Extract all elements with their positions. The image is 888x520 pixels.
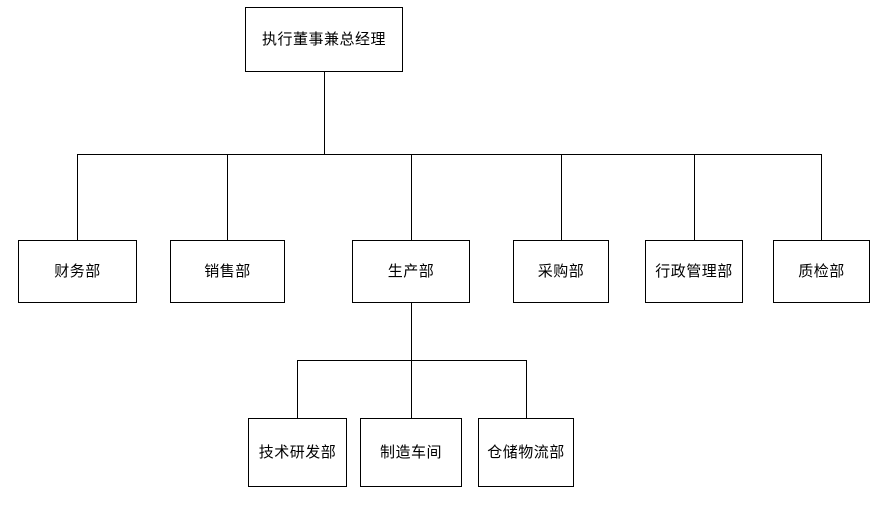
org-node-label: 销售部 [204,262,251,281]
org-node-level2-5[interactable]: 质检部 [773,240,870,303]
org-node-level3-0[interactable]: 技术研发部 [248,418,347,487]
org-node-label: 制造车间 [379,443,442,462]
main-bus-connector [77,154,821,155]
level3-stem-connector-2 [526,360,527,418]
org-node-label: 行政管理部 [655,262,733,281]
org-node-label: 质检部 [798,262,845,281]
org-node-level3-2[interactable]: 仓储物流部 [478,418,574,487]
org-node-level2-4[interactable]: 行政管理部 [645,240,743,303]
org-node-level2-3[interactable]: 采购部 [513,240,609,303]
production-stem-connector [411,303,412,360]
org-node-level2-1[interactable]: 销售部 [170,240,285,303]
org-node-label: 仓储物流部 [487,443,565,462]
org-node-label: 采购部 [537,262,585,281]
org-node-level2-0[interactable]: 财务部 [18,240,137,303]
root-stem-connector [324,72,325,154]
level2-stem-connector-5 [821,154,822,240]
level3-stem-connector-0 [297,360,298,418]
org-node-label: 生产部 [387,262,435,281]
level2-stem-connector-3 [561,154,562,240]
level2-stem-connector-0 [77,154,78,240]
org-node-root[interactable]: 执行董事兼总经理 [245,7,403,72]
level2-stem-connector-2 [411,154,412,240]
level2-stem-connector-1 [227,154,228,240]
org-node-level2-2[interactable]: 生产部 [352,240,470,303]
org-node-label: 技术研发部 [258,443,337,462]
org-node-label: 财务部 [54,262,101,281]
level3-stem-connector-1 [411,360,412,418]
level2-stem-connector-4 [694,154,695,240]
org-node-label: 执行董事兼总经理 [261,30,386,49]
org-node-level3-1[interactable]: 制造车间 [360,418,462,487]
